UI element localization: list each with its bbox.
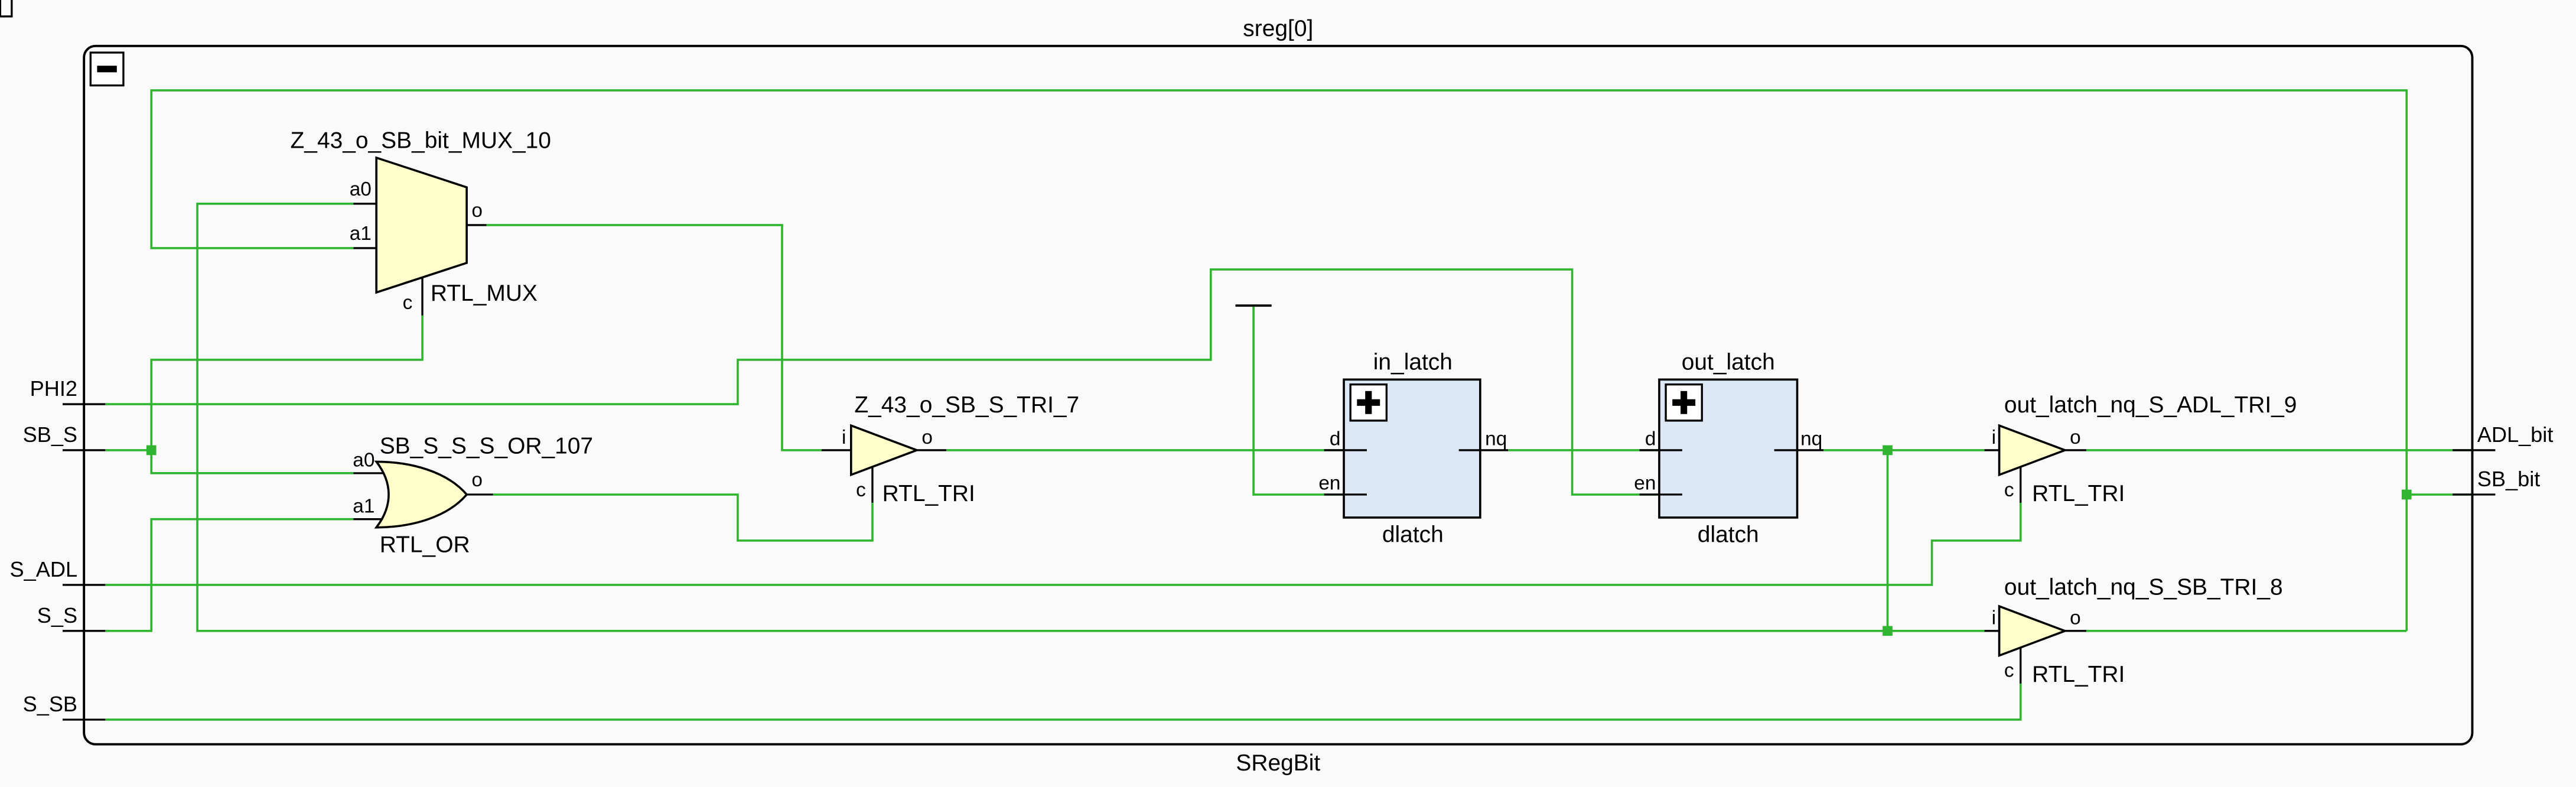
tri-sb-s-pin-o: o (921, 427, 933, 448)
mux-name: Z_43_o_SB_bit_MUX_10 (291, 128, 551, 153)
port-s-s[interactable]: S_S (37, 603, 77, 627)
in-latch-type: dlatch (1382, 522, 1444, 548)
out-latch-cell[interactable]: out_latch dlatch d en nq (1634, 350, 1824, 548)
corner-tab (0, 0, 13, 18)
junction-dot (2401, 489, 2412, 500)
or-pin-o: o (471, 469, 483, 491)
tri-adl-pin-o: o (2070, 427, 2081, 448)
or-cell[interactable]: SB_S_S_S_OR_107 RTL_OR a0 a1 o (353, 433, 593, 557)
port-stubs (63, 403, 2496, 721)
tri-sb-s-type: RTL_TRI (882, 481, 975, 506)
module-instance-name: sreg[0] (1243, 16, 1313, 41)
tri-sb-body[interactable] (1998, 604, 2068, 658)
in-latch-pin-en: en (1318, 473, 1340, 495)
out-latch-name: out_latch (1682, 350, 1775, 375)
tri-sb-s-body[interactable] (850, 424, 920, 477)
tri-sb-pin-c: c (2004, 660, 2014, 682)
net-sb-bit-loop[interactable] (150, 89, 2408, 631)
out-latch-type: dlatch (1698, 522, 1759, 548)
junction-dot (1883, 445, 1893, 456)
net-s-s[interactable] (105, 518, 354, 632)
port-phi2[interactable]: PHI2 (30, 376, 77, 401)
junction-dot (1883, 626, 1893, 636)
mux-pin-c: c (403, 292, 413, 314)
or-pin-a0: a0 (353, 450, 374, 471)
or-name: SB_S_S_S_OR_107 (380, 433, 593, 458)
port-sb-s[interactable]: SB_S (23, 422, 77, 447)
tri-sb-s-pin-i: i (842, 427, 846, 448)
junction-dot (146, 445, 157, 456)
in-latch-pin-nq: nq (1485, 428, 1507, 450)
net-in-latch-en[interactable] (1252, 305, 1344, 496)
net-mux-c[interactable] (150, 315, 424, 450)
module-type-name: SRegBit (1236, 750, 1320, 776)
tri-adl-body[interactable] (1998, 424, 2068, 477)
tri-sb-pin-i: i (1992, 607, 1996, 629)
tri-adl-cell[interactable]: out_latch_nq_S_ADL_TRI_9 RTL_TRI i o c (1984, 392, 2297, 506)
net-or-out[interactable] (493, 493, 874, 542)
tri-adl-pin-i: i (1992, 427, 1996, 448)
tri-sb-type: RTL_TRI (2032, 662, 2125, 687)
mux-body[interactable] (375, 156, 468, 294)
in-latch-pin-d: d (1330, 428, 1341, 450)
in-latch-expand-icon[interactable] (1349, 383, 1388, 422)
mux-type: RTL_MUX (431, 281, 538, 306)
net-s-sb[interactable] (105, 683, 2022, 721)
tri-sb-s-name: Z_43_o_SB_S_TRI_7 (854, 392, 1079, 418)
port-sb-bit[interactable]: SB_bit (2477, 467, 2540, 491)
tri-sb-pin-o: o (2070, 607, 2081, 629)
mux-pin-o: o (471, 200, 483, 222)
junctions (146, 445, 2412, 636)
module-frame (83, 44, 2474, 746)
out-latch-pin-d: d (1645, 428, 1656, 450)
out-latch-pin-nq: nq (1800, 428, 1822, 450)
tri-adl-type: RTL_TRI (2032, 481, 2125, 506)
mux-cell[interactable]: Z_43_o_SB_bit_MUX_10 RTL_MUX a0 a1 o c (291, 128, 551, 316)
out-latch-pin-en: en (1634, 473, 1656, 495)
net-phi2[interactable] (105, 268, 1659, 496)
port-adl-bit[interactable]: ADL_bit (2477, 422, 2554, 447)
tri-adl-name: out_latch_nq_S_ADL_TRI_9 (2004, 392, 2297, 418)
collapse-icon[interactable] (89, 51, 125, 87)
nets (105, 89, 2473, 721)
net-mux-a0[interactable] (196, 203, 1985, 632)
tri-sb-cell[interactable]: out_latch_nq_S_SB_TRI_8 RTL_TRI i o c (1984, 575, 2283, 687)
net-sb-s[interactable] (105, 449, 354, 474)
mux-pin-a1: a1 (350, 223, 372, 245)
or-type: RTL_OR (380, 532, 470, 557)
port-s-sb[interactable]: S_SB (23, 692, 77, 716)
tri-sb-s-cell[interactable]: Z_43_o_SB_S_TRI_7 RTL_TRI i o c (821, 392, 1079, 506)
net-mux-out[interactable] (486, 224, 822, 451)
mux-pin-a0: a0 (350, 178, 372, 200)
or-pin-a1: a1 (353, 496, 374, 518)
in-latch-name: in_latch (1373, 350, 1453, 375)
tri-sb-name: out_latch_nq_S_SB_TRI_8 (2004, 575, 2283, 600)
out-latch-expand-icon[interactable] (1665, 383, 1703, 422)
tri-adl-pin-c: c (2004, 479, 2014, 501)
net-s-adl[interactable] (105, 502, 2022, 586)
port-s-adl[interactable]: S_ADL (10, 557, 78, 581)
or-body[interactable] (374, 460, 468, 529)
tri-sb-s-pin-c: c (856, 479, 866, 501)
in-latch-cell[interactable]: in_latch dlatch d en nq (1318, 350, 1509, 548)
